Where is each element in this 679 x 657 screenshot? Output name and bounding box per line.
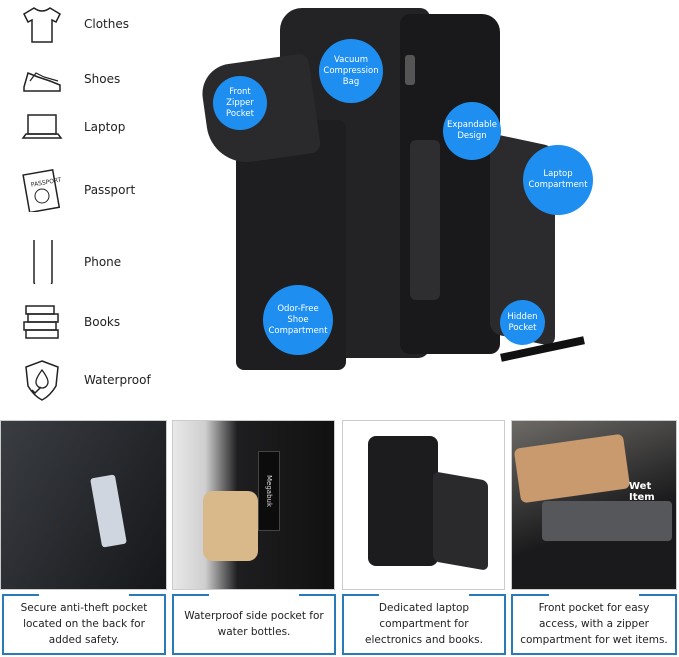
feature-label: Waterproof (84, 373, 151, 387)
caption-laptop: Dedicated laptop compartment for electro… (342, 594, 506, 655)
feature-books: Books (20, 302, 220, 342)
callout-text: Vacuum Compression Bag (323, 54, 379, 87)
svg-text:PASSPORT: PASSPORT (30, 177, 62, 189)
callout-text: Expandable Design (447, 120, 497, 141)
feature-label: Passport (84, 183, 136, 197)
photo-laptop-compartment (342, 420, 505, 590)
feature-clothes: Clothes (20, 4, 220, 44)
wet-item-label: Wet Item (629, 481, 655, 503)
callout-vacuum-compression-bag: Vacuum Compression Bag (319, 39, 383, 103)
phone-icon (33, 240, 53, 284)
passport-icon: PASSPORT (22, 168, 62, 212)
caption-front-pocket: Front pocket for easy access, with a zip… (511, 594, 677, 655)
caption-anti-theft: Secure anti-theft pocket located on the … (2, 594, 166, 655)
caption-side-pocket: Waterproof side pocket for water bottles… (172, 594, 336, 655)
callout-text: Front Zipper Pocket (226, 86, 254, 119)
photo-front-pocket: Wet Item (511, 420, 677, 590)
feature-waterproof: Waterproof (20, 360, 220, 401)
callout-hidden-pocket: Hidden Pocket (500, 300, 545, 345)
waterproof-shield-icon (25, 360, 59, 401)
feature-passport: PASSPORT Passport (20, 168, 220, 212)
callout-front-zipper-pocket: Front Zipper Pocket (213, 76, 267, 130)
feature-label: Books (84, 315, 121, 329)
feature-label: Laptop (84, 120, 126, 134)
brand-tag: Megabuk (258, 451, 280, 531)
callout-expandable-design: Expandable Design (443, 102, 501, 160)
callout-text: Laptop Compartment (528, 169, 588, 190)
feature-label: Clothes (84, 17, 129, 31)
feature-shoes: Shoes (20, 59, 220, 99)
feature-phone: Phone (20, 240, 220, 284)
tshirt-icon (23, 7, 61, 43)
callout-text: Odor-Free Shoe Compartment (268, 303, 328, 336)
callout-laptop-compartment: Laptop Compartment (523, 145, 593, 215)
feature-laptop: Laptop (20, 107, 220, 147)
feature-label: Shoes (84, 72, 121, 86)
shoes-icon (23, 71, 61, 92)
photo-side-pocket: Megabuk (172, 420, 335, 590)
callout-shoe-compartment: Odor-Free Shoe Compartment (263, 285, 333, 355)
feature-label: Phone (84, 255, 122, 269)
books-icon (23, 305, 59, 339)
callout-text: Hidden Pocket (507, 311, 538, 333)
photo-anti-theft-pocket (0, 420, 167, 590)
laptop-icon (21, 114, 63, 139)
